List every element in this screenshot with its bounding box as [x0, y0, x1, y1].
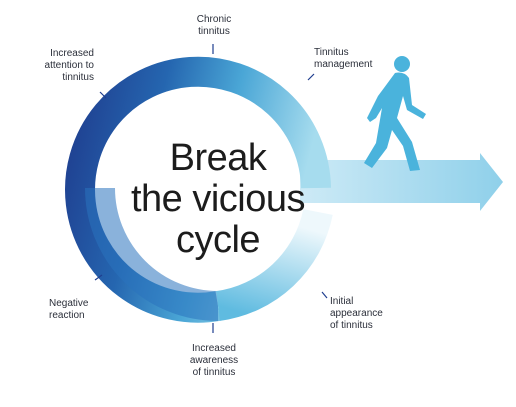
cycle-ring-lower	[85, 187, 219, 321]
stage-label-negative: Negative reaction	[49, 298, 89, 321]
stage-label-attention: Increased attention to tinnitus	[44, 48, 94, 83]
stage-label-management: Tinnitus management	[314, 47, 373, 70]
stage-markers	[94, 44, 328, 333]
stage-label-initial: Initial appearance of tinnitus	[330, 296, 383, 331]
cycle-ring-fade	[215, 208, 333, 321]
exit-arrow	[300, 153, 503, 211]
stage-label-chronic: Chronic tinnitus	[196, 14, 232, 37]
walking-person-icon	[364, 56, 426, 171]
center-title: Break the vicious cycle	[130, 137, 306, 261]
stage-label-awareness: Increased awareness of tinnitus	[189, 343, 239, 378]
